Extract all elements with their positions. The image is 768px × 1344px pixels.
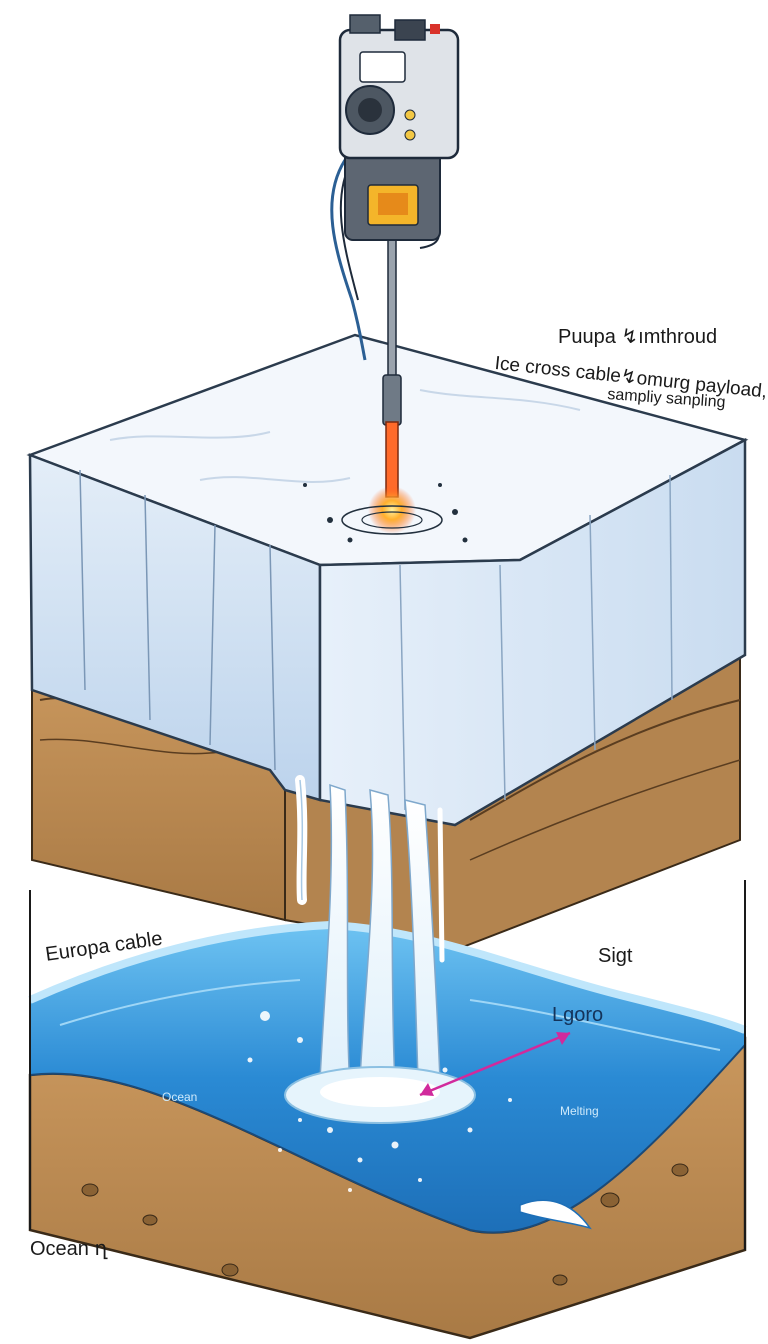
double-arrow-icon <box>419 1031 571 1097</box>
ice-shell-block <box>26 333 749 827</box>
label-title-line1: Puupa ↯ımthroud <box>558 326 718 348</box>
label-ocean-bottom: Ocean ղ <box>30 1238 108 1260</box>
meltwater-column <box>284 775 476 1124</box>
label-lgoro: Lgoro <box>552 1004 604 1026</box>
label-melting: Melting <box>560 1104 599 1118</box>
label-ocean-small: Ocean <box>162 1090 198 1104</box>
label-sigt: Sigt <box>598 945 633 967</box>
probe-assembly <box>303 14 468 543</box>
ice-floe <box>519 1199 592 1230</box>
